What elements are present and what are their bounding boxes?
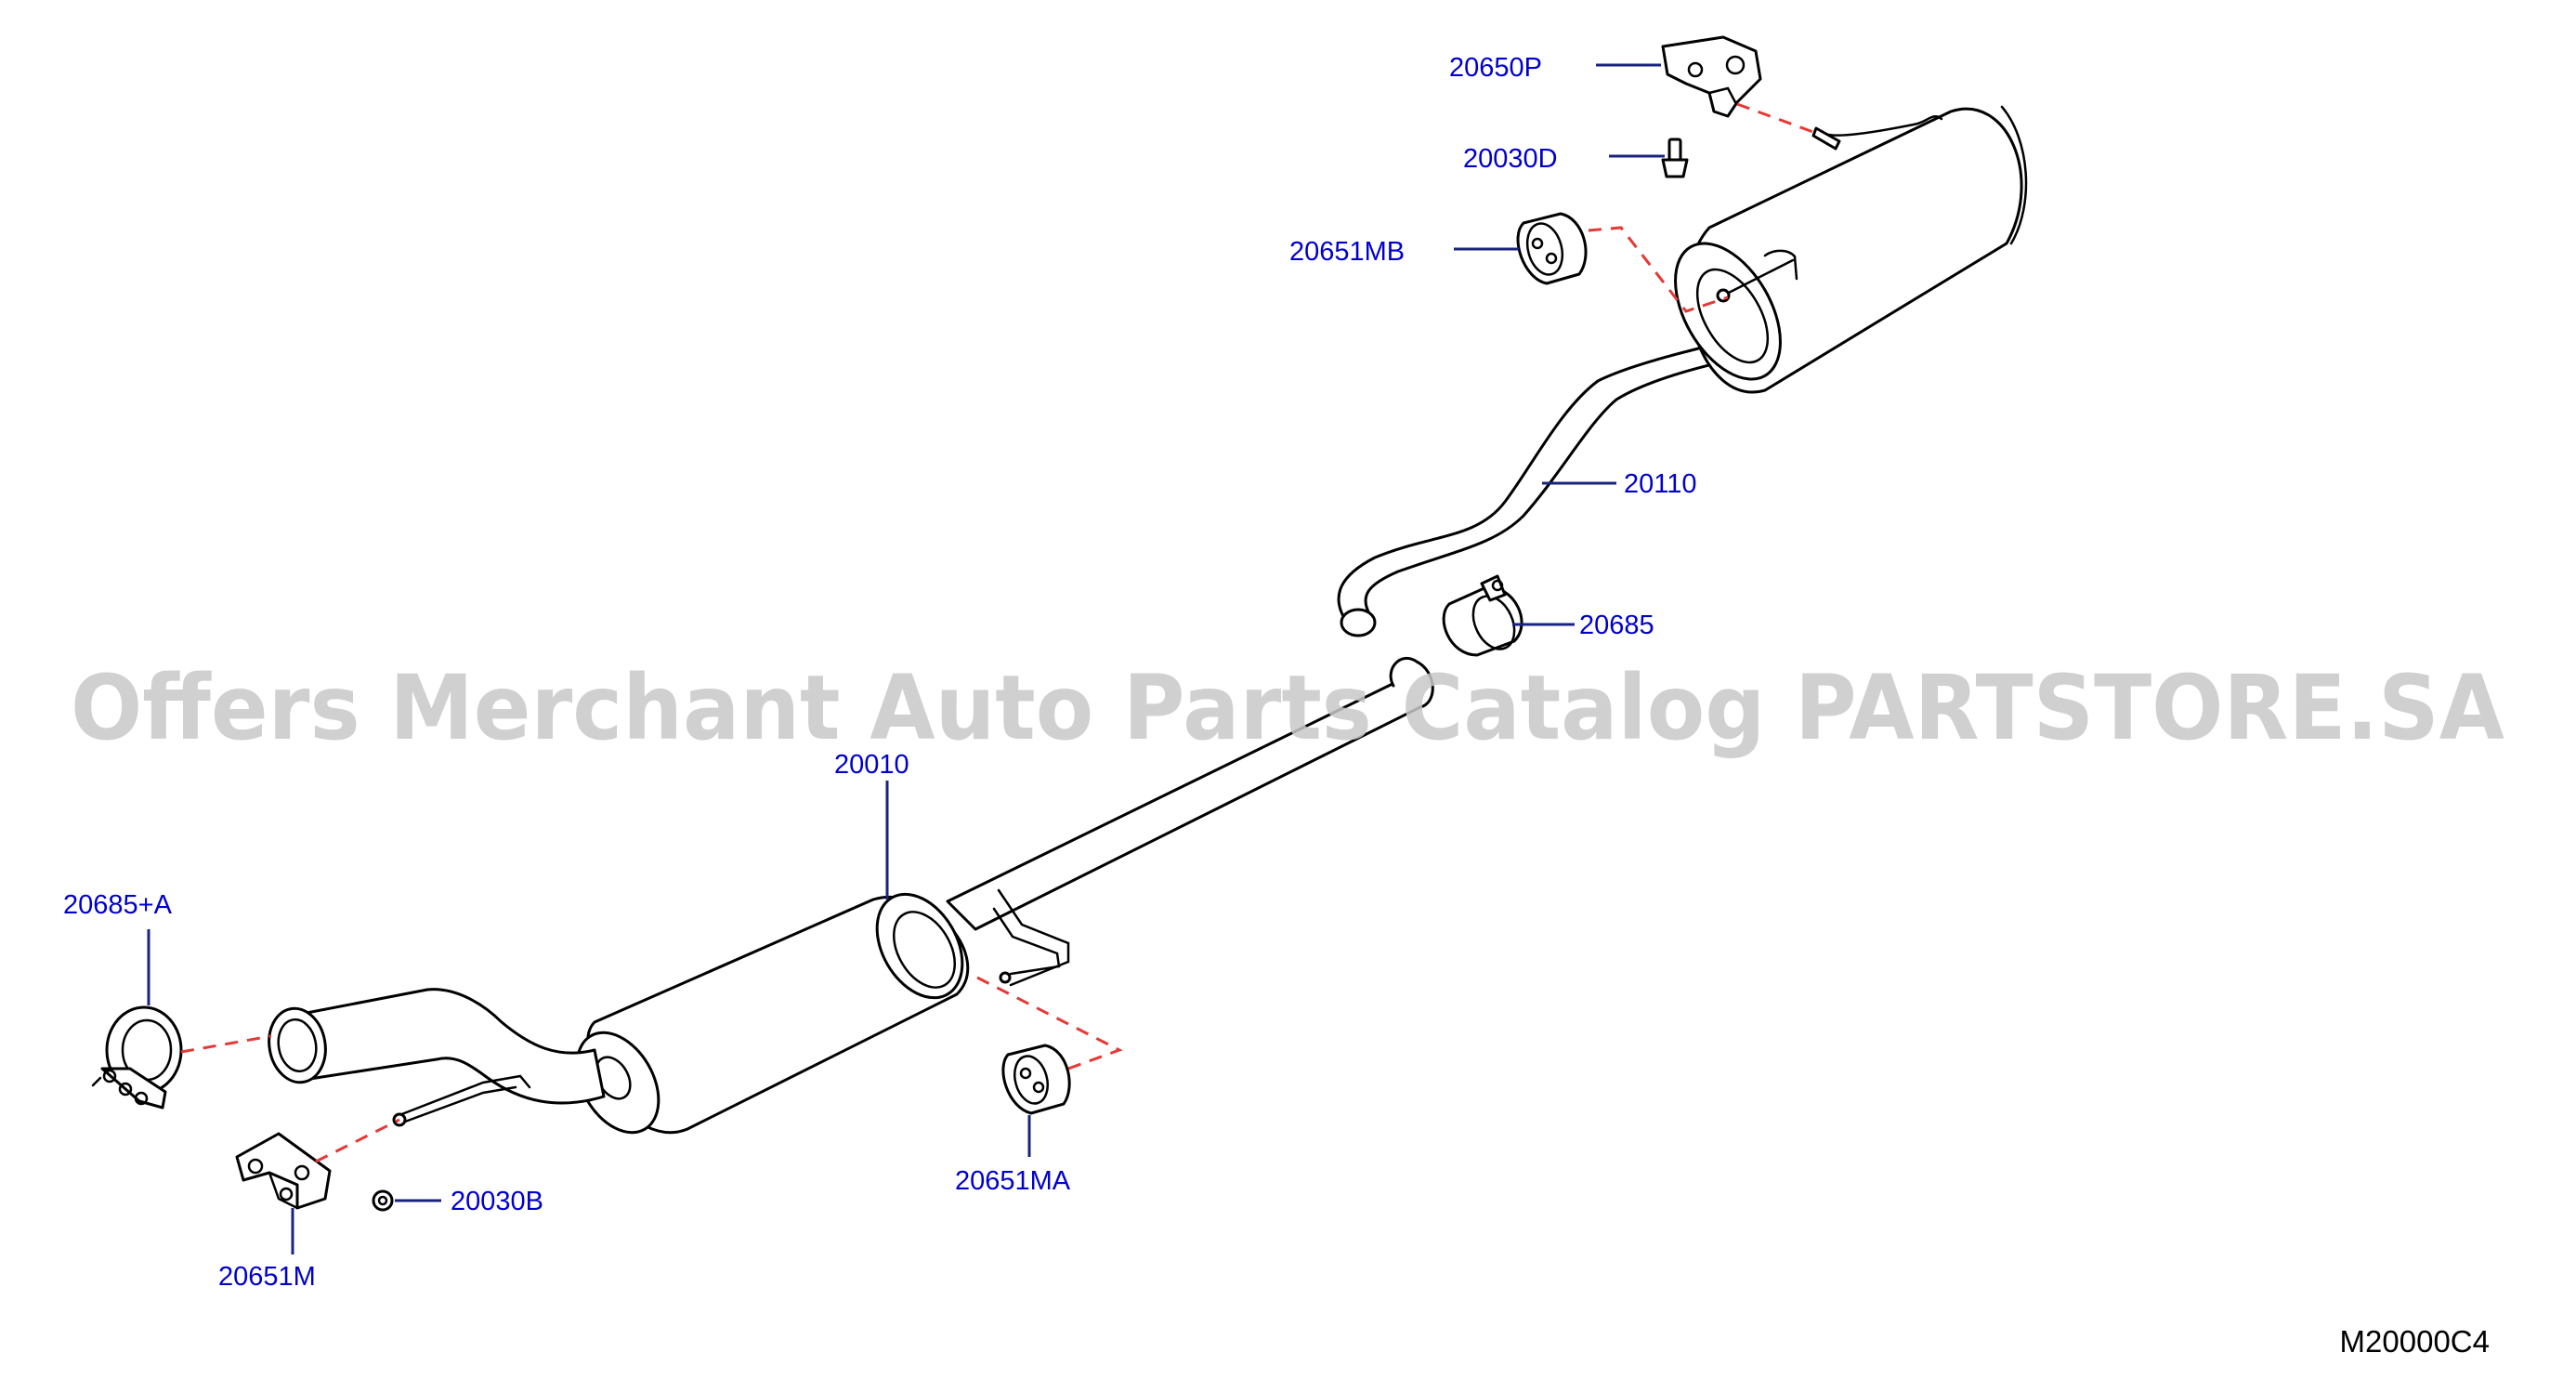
bracket-20650P[interactable] [1661, 35, 1762, 118]
callout-20685A[interactable]: 20685+A [63, 890, 173, 920]
link-20650P-muffler [1736, 102, 1822, 137]
link-20651MA-muffler [976, 976, 1123, 1070]
front-pipe-center-muffler[interactable] [264, 656, 1434, 1147]
bolt-20030D[interactable] [1661, 138, 1689, 178]
bracket-20651M[interactable] [235, 1132, 332, 1210]
link-20651M-pipe [315, 1118, 400, 1163]
rear-muffler-assembly[interactable] [1337, 105, 2028, 637]
callout-20651MB[interactable]: 20651MB [1289, 237, 1405, 267]
link-20685A-pipe [180, 1034, 272, 1054]
callout-20650P[interactable]: 20650P [1449, 53, 1542, 83]
link-20651MB-muffler [1588, 226, 1729, 313]
clamp-20685[interactable] [1442, 574, 1523, 657]
rubber-hanger-20651MB[interactable] [1516, 212, 1588, 285]
callout-20110[interactable]: 20110 [1624, 469, 1697, 499]
callout-20030B[interactable]: 20030B [451, 1187, 543, 1216]
callout-20685[interactable]: 20685 [1579, 611, 1654, 640]
nut-20030B[interactable] [372, 1189, 394, 1212]
rubber-hanger-20651MA[interactable] [1001, 1044, 1071, 1115]
callout-20010[interactable]: 20010 [834, 750, 909, 780]
diagram-code: M20000C4 [2340, 1324, 2490, 1359]
callout-20651M[interactable]: 20651M [218, 1262, 316, 1292]
callout-20651MA[interactable]: 20651MA [955, 1166, 1071, 1196]
clamp-ring-20685A[interactable] [91, 1005, 183, 1110]
watermark-text: Offers Merchant Auto Parts Catalog PARTS… [71, 656, 2504, 760]
callout-20030D[interactable]: 20030D [1463, 144, 1558, 174]
